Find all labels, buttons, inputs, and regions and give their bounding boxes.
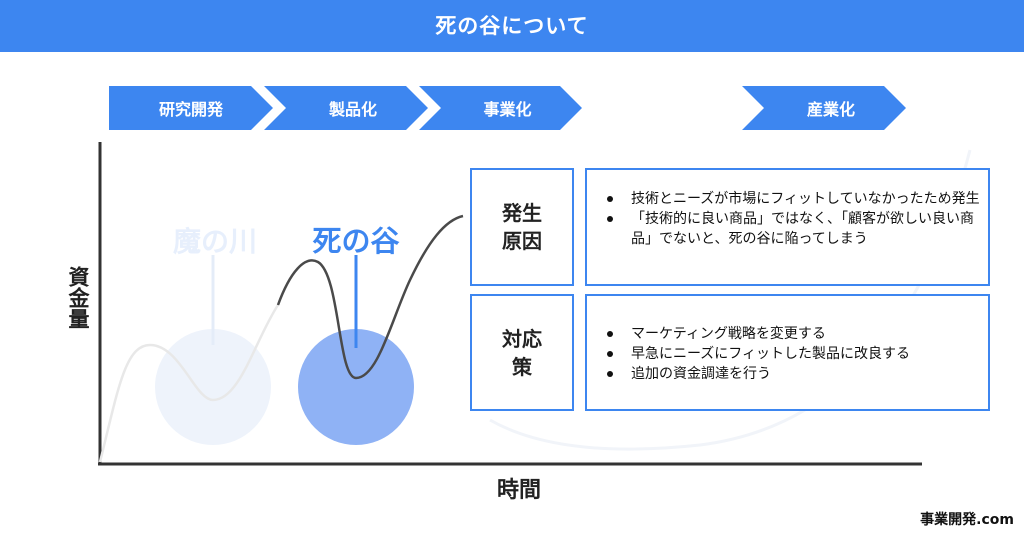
countermeasure-item: 早急にニーズにフィットした製品に改良する bbox=[587, 344, 982, 364]
stage-productization: 製品化 bbox=[264, 86, 428, 130]
countermeasure-item: マーケティング戦略を変更する bbox=[587, 324, 982, 344]
countermeasure-list: マーケティング戦略を変更する 早急にニーズにフィットした製品に改良する 追加の資… bbox=[587, 324, 982, 384]
y-axis-label: 資金量 bbox=[66, 265, 90, 329]
title-bar bbox=[0, 0, 1024, 52]
countermeasure-item: 追加の資金調達を行う bbox=[587, 364, 982, 384]
cause-item: 技術とニーズが市場にフィットしていなかったため発生 bbox=[587, 189, 982, 209]
countermeasure-header-text: 対応策 bbox=[502, 326, 542, 379]
river-label: 魔の川 bbox=[172, 225, 257, 258]
stage-commercialization: 事業化 bbox=[419, 86, 582, 130]
cause-list: 技術とニーズが市場にフィットしていなかったため発生 「技術的に良い商品」ではなく… bbox=[587, 189, 982, 249]
cause-header-cell: 発生原因 bbox=[470, 168, 574, 286]
cause-header-text: 発生原因 bbox=[502, 201, 542, 253]
countermeasure-body-cell: マーケティング戦略を変更する 早急にニーズにフィットした製品に改良する 追加の資… bbox=[585, 294, 990, 411]
river-circle bbox=[155, 329, 271, 445]
valley-circle bbox=[298, 329, 414, 445]
stage-research: 研究開発 bbox=[109, 86, 273, 130]
cause-body-cell: 技術とニーズが市場にフィットしていなかったため発生 「技術的に良い商品」ではなく… bbox=[585, 168, 990, 286]
page-title: 死の谷について bbox=[435, 14, 589, 38]
curve-river bbox=[98, 304, 280, 463]
stage-industrialization: 産業化 bbox=[742, 86, 906, 130]
valley-label: 死の谷 bbox=[312, 224, 400, 258]
cause-item: 「技術的に良い商品」ではなく、「顧客が欲しい良い商品」でないと、死の谷に陥ってし… bbox=[587, 209, 982, 249]
site-logo: 事業開発.com bbox=[920, 512, 1014, 528]
x-axis-label: 時間 bbox=[496, 478, 541, 503]
curve-valley bbox=[276, 214, 464, 380]
countermeasure-header-cell: 対応策 bbox=[470, 294, 574, 411]
